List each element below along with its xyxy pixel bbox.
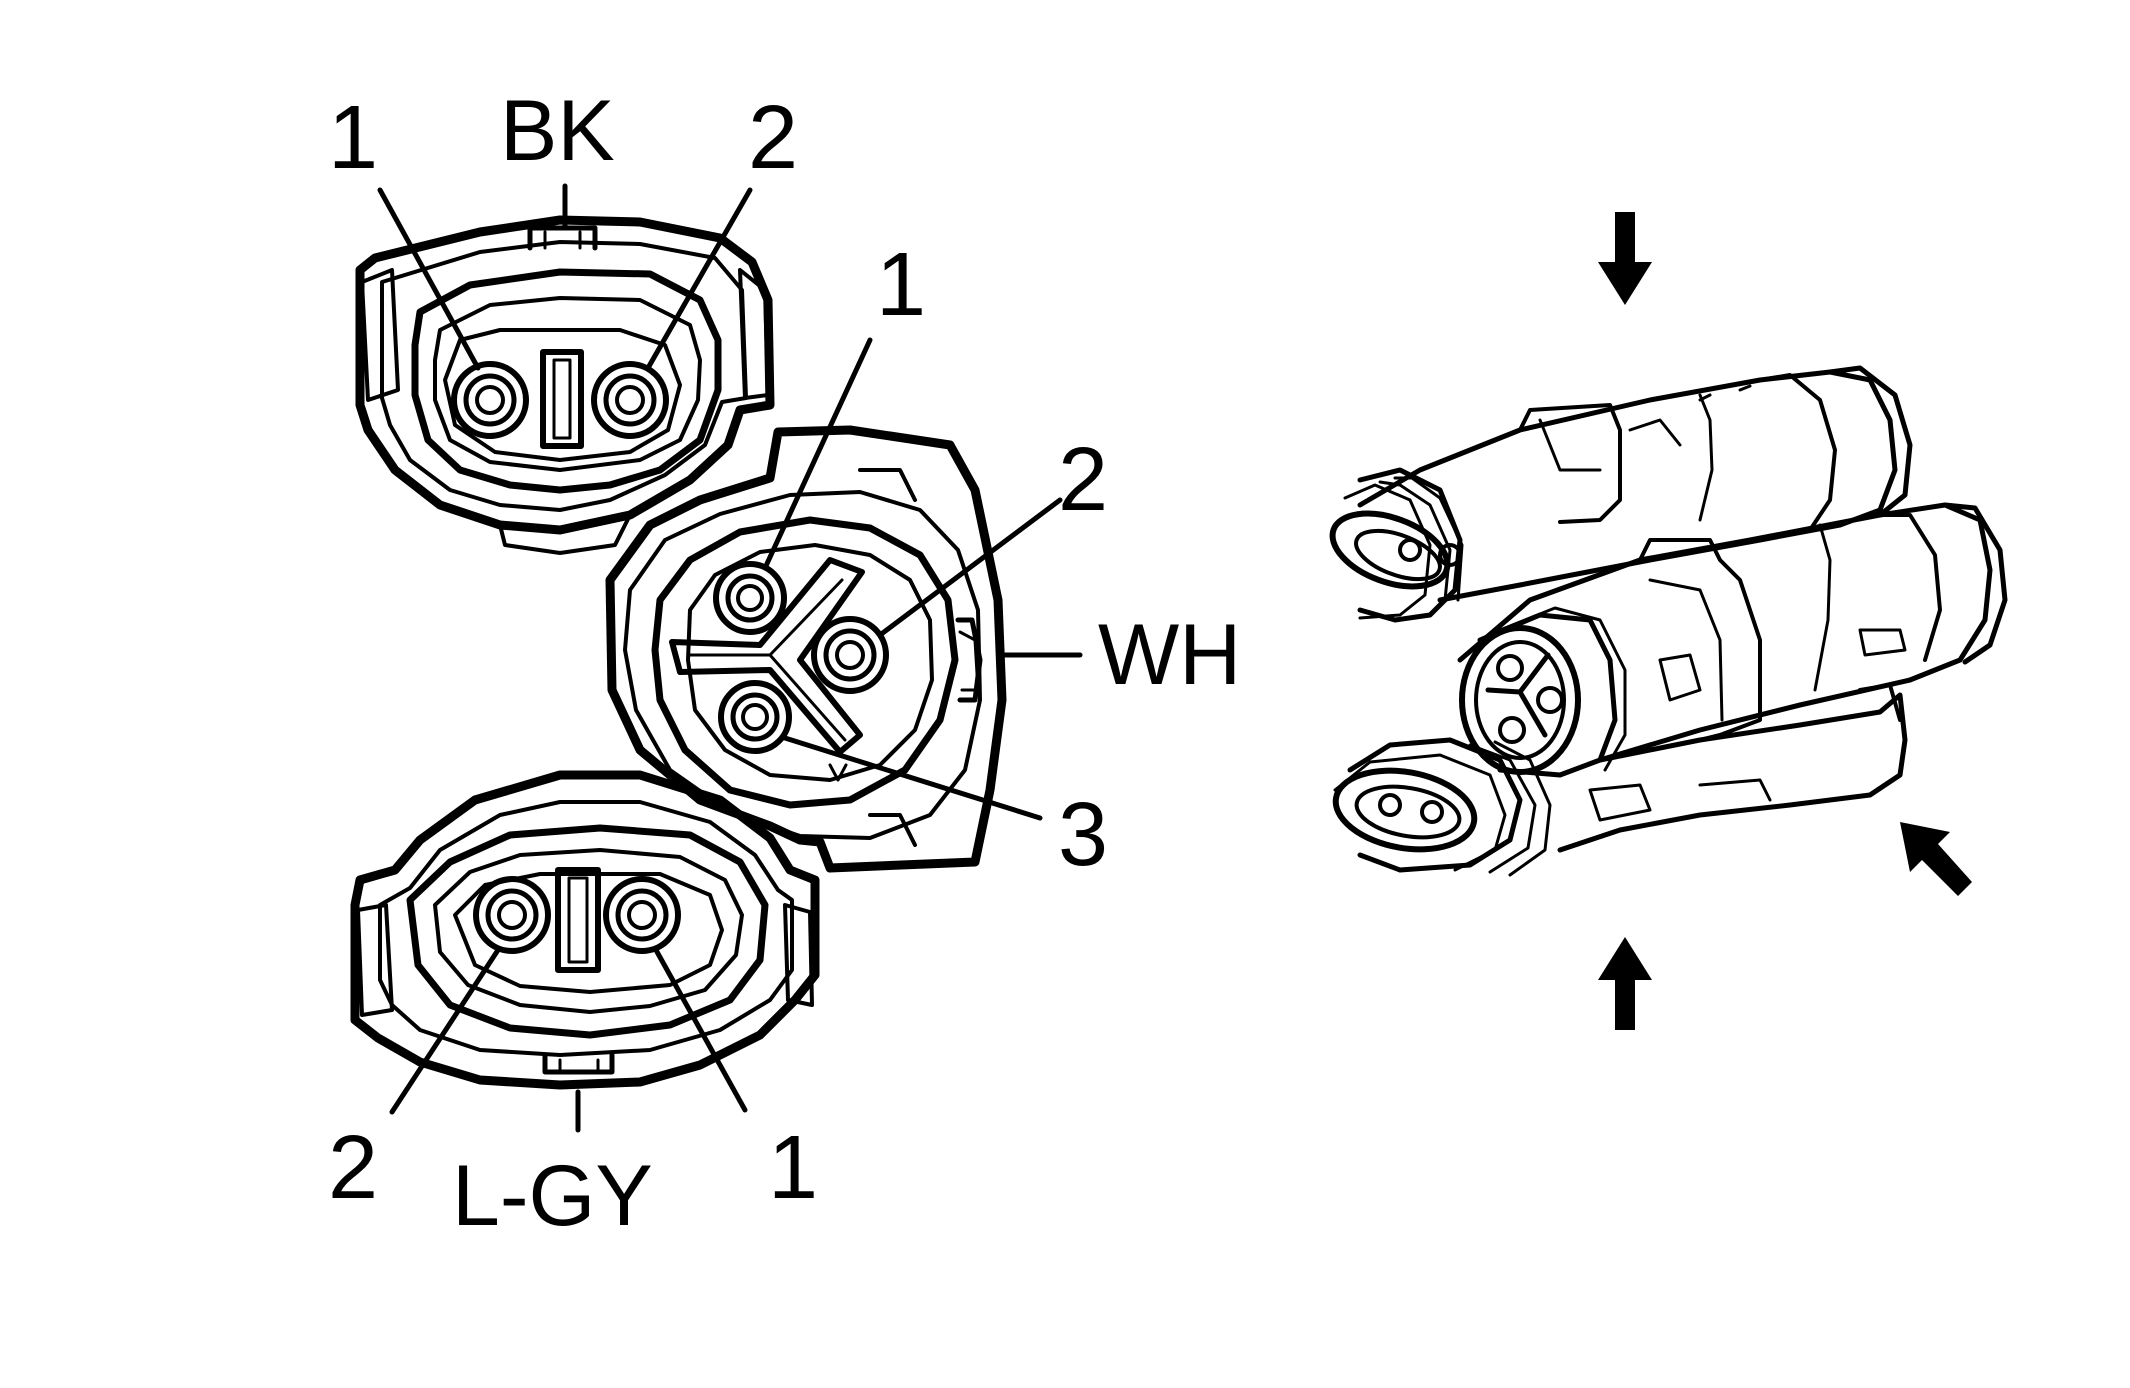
- wh-pin-2-label: 2: [1058, 430, 1108, 530]
- lgy-pin-2-label: 2: [328, 1118, 378, 1218]
- bk-color-label: BK: [500, 83, 615, 179]
- arrow-up-icon: [1598, 937, 1652, 1030]
- wh-labels: WH 1 2 3: [876, 235, 1241, 885]
- direction-arrows: [1598, 212, 1972, 1030]
- wh-pin-3-label: 3: [1058, 785, 1108, 885]
- lgy-color-label: L-GY: [452, 1148, 653, 1244]
- connector-assembly-view: [1329, 365, 2008, 877]
- bk-pin-2-label: 2: [748, 88, 798, 188]
- wh-color-label: WH: [1098, 607, 1241, 703]
- wh-pin-1-label: 1: [876, 235, 926, 335]
- lgy-connector-face: [350, 770, 820, 1133]
- bk-connector-face: [355, 183, 775, 555]
- wh-connector-face: [605, 337, 1083, 873]
- arrow-down-icon: [1598, 212, 1652, 305]
- lgy-pin-1-label: 1: [768, 1118, 818, 1218]
- bk-pin-1-label: 1: [328, 88, 378, 188]
- lgy-labels: L-GY 1 2: [328, 1118, 818, 1244]
- arrow-diagonal-icon: [1900, 822, 1972, 896]
- bk-labels: BK 1 2: [328, 83, 798, 188]
